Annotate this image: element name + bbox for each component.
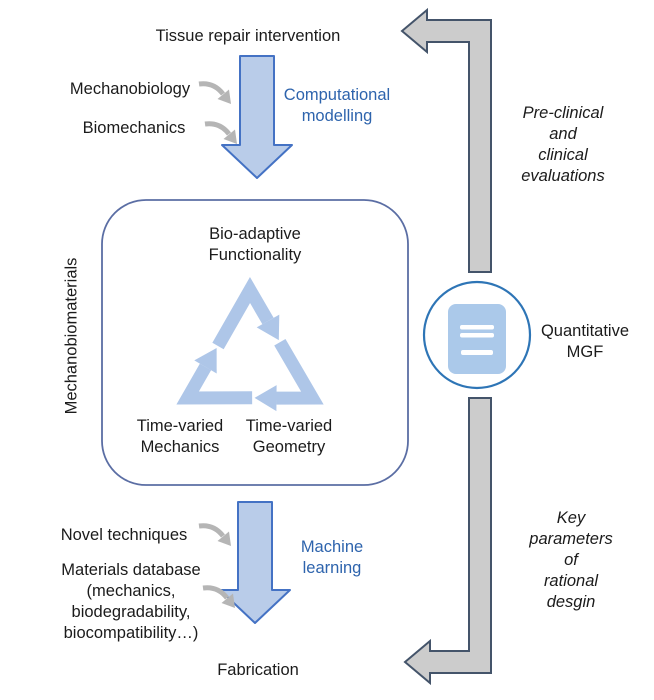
label-preclinical-evaluations: Pre-clinical and clinical evaluations — [521, 104, 605, 185]
input-novel-techniques: Novel techniques — [60, 526, 188, 544]
label-quantitative-mgf: Quantitative MGF — [540, 322, 630, 361]
output-fabrication: Fabrication — [217, 661, 299, 679]
label-key-parameters: Key parameters of rational desgin — [529, 509, 613, 611]
evaluations-elbow-arrow-icon — [400, 7, 492, 273]
document-icon — [448, 304, 506, 374]
machine-learning-down-arrow-icon — [219, 501, 291, 624]
design-parameters-elbow-arrow-icon — [403, 397, 492, 686]
input-biomechanics: Biomechanics — [82, 119, 186, 137]
process-computational-modelling: Computational modelling — [283, 86, 391, 125]
input-mechanobiology: Mechanobiology — [69, 80, 191, 98]
node-bio-adaptive-functionality: Bio-adaptive Functionality — [208, 225, 302, 264]
curved-arrow-icon — [199, 526, 231, 546]
mechanobiomaterials-box — [101, 199, 409, 486]
box-side-label: Mechanobiomaterials — [62, 257, 81, 415]
process-machine-learning: Machine learning — [300, 538, 364, 577]
node-time-varied-mechanics: Time-varied Mechanics — [136, 417, 224, 456]
curved-arrow-icon — [199, 84, 231, 104]
input-materials-database: Materials database (mechanics, biodegrad… — [61, 561, 201, 642]
diagram-title: Tissue repair intervention — [155, 27, 341, 45]
curved-arrow-icon — [205, 124, 237, 144]
node-time-varied-geometry: Time-varied Geometry — [245, 417, 333, 456]
computational-down-arrow-icon — [221, 55, 293, 179]
